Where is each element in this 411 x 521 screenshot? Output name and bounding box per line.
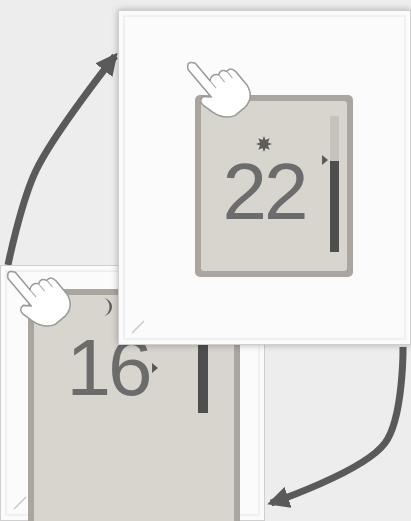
corner-mark	[132, 321, 144, 333]
level-fill	[330, 161, 339, 252]
level-fill	[198, 345, 208, 413]
corner-mark	[14, 497, 26, 509]
level-marker	[152, 363, 158, 373]
moon-icon	[103, 298, 112, 316]
pointing-hand	[176, 44, 257, 127]
panel-frame	[119, 11, 411, 345]
level-marker	[322, 155, 328, 165]
thermostat-panel: 22	[118, 10, 411, 345]
level-bar	[198, 317, 208, 413]
display-screen	[34, 295, 234, 521]
display-bezel	[28, 289, 240, 521]
display-bezel	[195, 95, 353, 277]
display-screen	[201, 101, 347, 271]
level-bar	[330, 116, 339, 252]
pointing-hand	[0, 253, 77, 336]
cycle-arrow	[8, 56, 115, 265]
frame-inner-edge	[124, 16, 405, 339]
cycle-arrow	[271, 347, 403, 503]
sun-icon	[256, 136, 272, 152]
temperature-value: 22	[223, 152, 306, 232]
